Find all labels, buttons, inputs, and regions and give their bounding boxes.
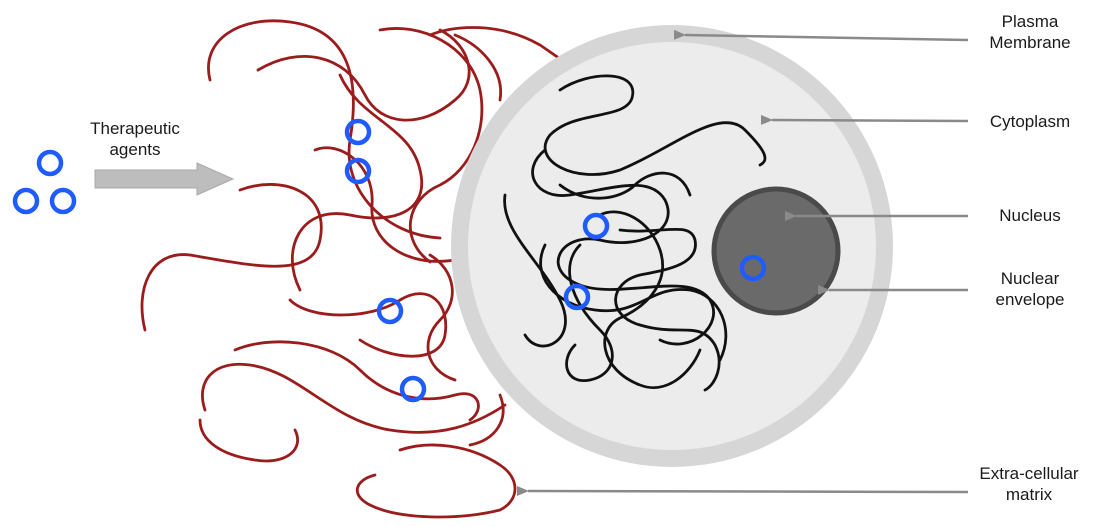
cytoskeleton-fiber — [598, 210, 702, 389]
agent-ring — [563, 283, 591, 311]
nucleus — [711, 186, 841, 316]
extracellular-matrix-label: Extra-cellular matrix — [968, 463, 1090, 505]
ecm-fiber — [356, 443, 517, 519]
cytoplasm-region — [468, 42, 876, 450]
cytoskeleton-fiber — [614, 227, 721, 392]
cytoplasm-label-text: Cytoplasm — [989, 112, 1071, 131]
ecm-fiber — [453, 33, 503, 102]
extracellular-matrix-leader — [516, 485, 969, 496]
agent-ring — [376, 297, 404, 325]
agent-ring — [36, 149, 64, 177]
therapeutic-agents-label-line1: Therapeutic — [90, 119, 180, 138]
ecm-fiber — [233, 340, 480, 422]
nuclear-envelope-label-line1: Nuclear — [1000, 269, 1060, 288]
ecm-fiber — [201, 362, 507, 434]
nucleus-label: Nucleus — [975, 205, 1085, 226]
cytoskeleton — [503, 74, 767, 392]
nucleus-label-text: Nucleus — [999, 206, 1061, 225]
extracellular-matrix-label-line2: matrix — [1005, 485, 1053, 504]
cytoskeleton-fiber — [558, 171, 692, 200]
ecm-fiber — [207, 19, 442, 240]
cytoplasm-leader — [760, 114, 969, 125]
agent-ring — [582, 212, 610, 240]
ecm-fiber — [428, 26, 567, 62]
therapeutic-agents-label-line2: agents — [109, 140, 161, 159]
ecm-fiber — [378, 27, 484, 264]
agent-ring — [49, 187, 77, 215]
plasma-membrane-label: Plasma Membrane — [975, 11, 1085, 53]
ecm-fiber — [198, 418, 299, 463]
ecm-fiber — [288, 292, 448, 358]
ecm-fiber — [426, 253, 457, 382]
ecm-fiber — [140, 183, 323, 332]
cytoskeleton-fiber — [539, 243, 728, 362]
agent-ring — [12, 187, 40, 215]
agent-ring — [344, 157, 372, 185]
cytoskeleton-fiber — [543, 74, 767, 176]
agent-ring — [399, 375, 427, 403]
therapeutic-agents — [12, 118, 767, 403]
extracellular-matrix-label-line1: Extra-cellular — [979, 464, 1079, 483]
ecm-fiber — [291, 73, 423, 292]
ecm-fiber — [468, 393, 505, 447]
cytoskeleton-fiber — [503, 193, 567, 348]
therapeutic-flow-arrow — [94, 162, 235, 196]
cytoplasm-label: Cytoplasm — [975, 111, 1085, 132]
agent-ring — [739, 254, 767, 282]
cytoskeleton-fiber — [565, 243, 614, 383]
cell — [451, 25, 893, 467]
nuclear-envelope-label-line2: envelope — [995, 290, 1065, 309]
nuclear-envelope — [711, 186, 841, 316]
therapeutic-agents-label: Therapeutic agents — [83, 118, 187, 160]
leader-arrows — [516, 29, 969, 496]
plasma-membrane-label-line2: Membrane — [989, 33, 1071, 52]
plasma-membrane-label-line1: Plasma — [1001, 12, 1059, 31]
agent-ring — [344, 118, 372, 146]
nuclear-envelope-label: Nuclear envelope — [975, 268, 1085, 310]
plasma-membrane-leader — [673, 29, 969, 42]
